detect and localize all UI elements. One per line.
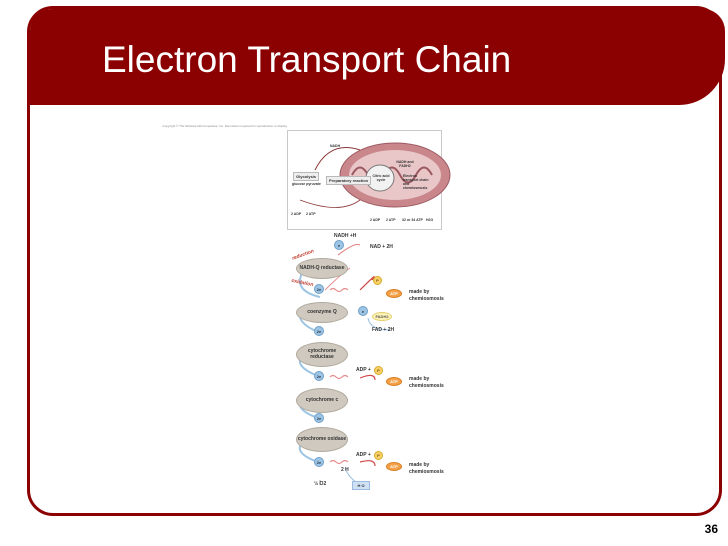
prep-reaction-box: Preparatory reaction <box>326 176 372 185</box>
made-by-1: made by <box>409 289 430 295</box>
electron-4: 2e <box>314 326 324 336</box>
chemiosmosis-3: chemiosmosis <box>409 469 444 475</box>
electron-3: e <box>358 306 368 316</box>
atp-3: ATP <box>386 462 402 471</box>
title-bar: Electron Transport Chain <box>30 9 725 105</box>
atp-right-atp: 32 or 34 ATP <box>402 218 423 222</box>
electron-2: 2e <box>314 284 324 294</box>
overview-h2o: H2O <box>426 218 434 222</box>
slide-title: Electron Transport Chain <box>102 39 512 80</box>
phosphate-3: P <box>374 451 383 460</box>
atp-1: ATP <box>386 289 402 298</box>
atp-left-atp: 2 ATP <box>306 212 316 216</box>
overview-nadh-fadh2-label: NADH and FADH2 <box>396 160 414 169</box>
glycolysis-box: Glycolysis <box>293 172 320 181</box>
two-h-label: 2 H <box>341 467 349 473</box>
fadh2: FADH2 <box>372 312 392 321</box>
electron-5: 2e <box>314 371 324 381</box>
adp-plus-2: ADP + <box>356 452 371 458</box>
slide-frame: Electron Transport Chain <box>27 6 725 516</box>
electron-6: 2e <box>314 413 324 423</box>
nadh-h-label: NADH +H <box>334 233 357 239</box>
water-output: H O <box>352 481 370 490</box>
phosphate-2: P <box>374 366 383 375</box>
nad-2h-label: NAD + 2H <box>370 244 393 250</box>
atp-2: ATP <box>386 377 402 386</box>
etc-overview-label: Electron transport chain and chemiosmosi… <box>403 174 429 191</box>
adp-plus-1: ADP + <box>356 367 371 373</box>
chemiosmosis-1: chemiosmosis <box>409 296 444 302</box>
made-by-3: made by <box>409 462 430 468</box>
half-o2-label: ½ O2 <box>314 481 327 487</box>
atp-left-adp: 2 ADP <box>291 212 302 216</box>
phosphate-1: P <box>373 276 382 285</box>
complex-cytochrome-oxidase: cytochrome oxidase <box>296 427 348 452</box>
glucose-pyruvate-label: glucose pyruvate <box>292 182 321 186</box>
chemiosmosis-2: chemiosmosis <box>409 383 444 389</box>
overview-nadh-label: NADH <box>330 144 341 148</box>
complex-cytochrome-reductase: cytochrome reductase <box>296 342 348 367</box>
made-by-2: made by <box>409 376 430 382</box>
citric-acid-cycle-label: Citric acid cycle <box>372 174 390 183</box>
electron-1: e <box>334 240 344 250</box>
electron-7: 2e <box>314 457 324 467</box>
slide-number: 36 <box>704 522 718 536</box>
atp-mid-atp: 2 ATP <box>386 218 396 222</box>
complex-nadh-q-reductase: NADH-Q reductase <box>296 258 348 279</box>
fad-2h-label: FAD + 2H <box>372 327 395 333</box>
complex-cytochrome-c: cytochrome c <box>296 388 348 413</box>
atp-mid-adp: 2 ADP <box>370 218 381 222</box>
complex-coenzyme-q: coenzyme Q <box>296 302 348 323</box>
copyright-caption: Copyright © The McGraw-Hill Companies, I… <box>162 124 288 128</box>
